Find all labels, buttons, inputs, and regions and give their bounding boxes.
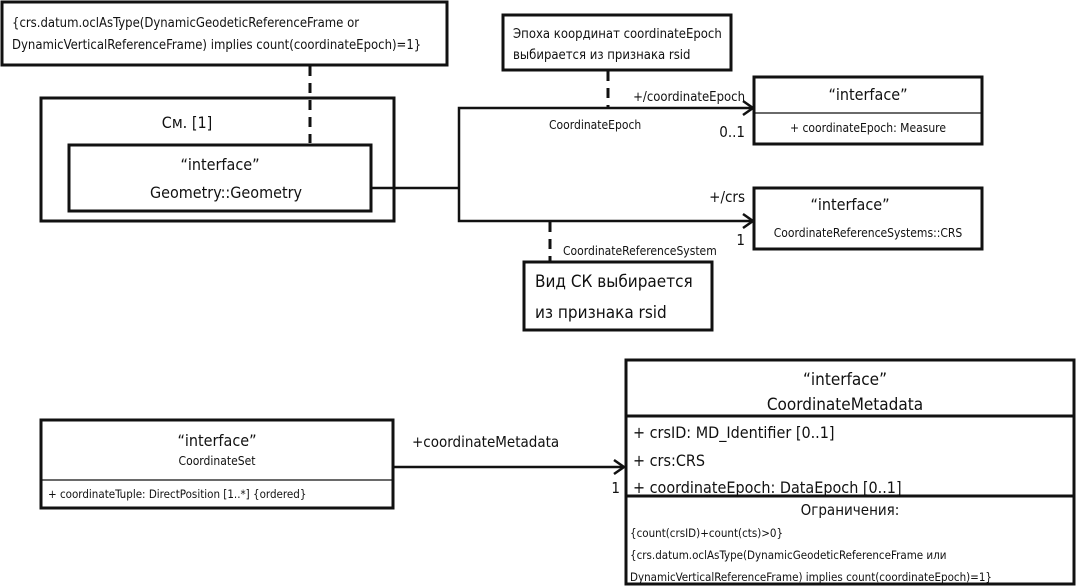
association-name: CoordinateEpoch bbox=[549, 118, 641, 132]
coordinate-set-class bbox=[39, 418, 395, 510]
multiplicity: 1 bbox=[611, 479, 620, 497]
stereotype: “interface” bbox=[180, 155, 259, 174]
crs-class bbox=[752, 186, 984, 251]
multiplicity: 0..1 bbox=[719, 123, 745, 141]
class-attribute: + crs:CRS bbox=[633, 451, 705, 470]
constraint-line: DynamicVerticalReferenceFrame) implies c… bbox=[630, 570, 992, 584]
constraints-title: Ограничения: bbox=[801, 501, 900, 519]
class-attribute: + coordinateTuple: DirectPosition [1..*]… bbox=[48, 487, 306, 501]
note-line: выбирается из признака rsid bbox=[513, 48, 690, 63]
constraint-line: {count(crsID)+count(cts)>0} bbox=[630, 526, 783, 540]
role-label: +coordinateMetadata bbox=[412, 433, 559, 451]
class-name: CoordinateMetadata bbox=[767, 395, 923, 415]
stereotype: “interface” bbox=[810, 195, 889, 214]
crs-note bbox=[522, 260, 714, 332]
class-name: Geometry::Geometry bbox=[150, 183, 303, 202]
note-line: Вид СК выбирается bbox=[535, 272, 693, 292]
package-label: См. [1] bbox=[162, 113, 212, 132]
stereotype: “interface” bbox=[177, 431, 256, 450]
stereotype: “interface” bbox=[803, 370, 887, 390]
association-line bbox=[457, 106, 752, 223]
class-name: CoordinateReferenceSystems::CRS bbox=[774, 226, 963, 240]
arrow-head-icon bbox=[613, 458, 627, 476]
note-line: из признака rsid bbox=[535, 303, 667, 323]
class-attribute: + crsID: MD_Identifier [0..1] bbox=[633, 423, 835, 443]
epoch-class bbox=[752, 75, 984, 146]
coordinate-metadata-class bbox=[624, 358, 1076, 586]
geometry-package bbox=[39, 96, 396, 223]
note-line: {crs.datum.oclAsType(DynamicGeodeticRefe… bbox=[12, 16, 359, 31]
association-name: CoordinateReferenceSystem bbox=[563, 244, 717, 258]
note-line: DynamicVerticalReferenceFrame) implies c… bbox=[12, 38, 421, 53]
constraint-note bbox=[0, 0, 449, 67]
epoch-note bbox=[501, 13, 733, 72]
class-name: CoordinateSet bbox=[179, 454, 256, 468]
multiplicity: 1 bbox=[736, 231, 745, 249]
stereotype: “interface” bbox=[828, 85, 907, 104]
class-attribute: + coordinateEpoch: DataEpoch [0..1] bbox=[633, 478, 902, 497]
role-label: +/crs bbox=[709, 188, 745, 206]
note-line: Эпоха координат coordinateEpoch bbox=[513, 27, 722, 42]
constraint-line: {crs.datum.oclAsType(DynamicGeodeticRefe… bbox=[630, 548, 946, 562]
role-label: +/coordinateEpoch bbox=[633, 90, 745, 105]
class-attribute: + coordinateEpoch: Measure bbox=[790, 121, 946, 135]
geometry-class bbox=[67, 143, 373, 213]
